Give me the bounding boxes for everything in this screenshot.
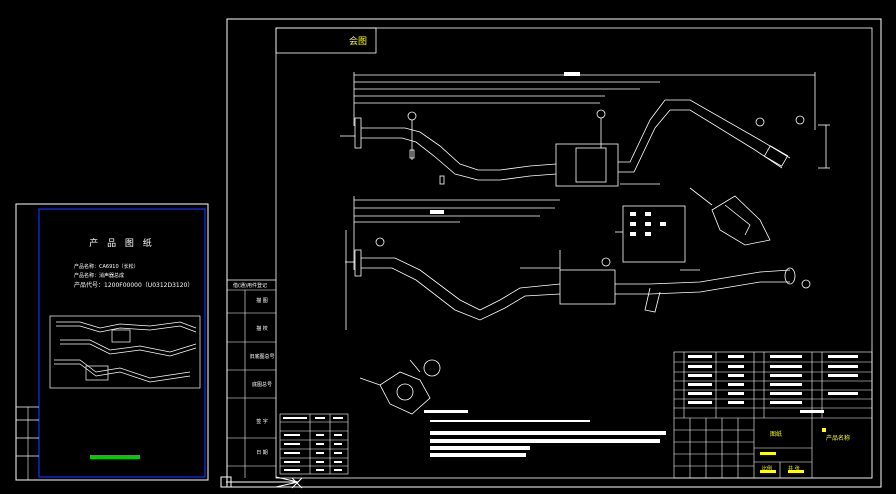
side-label-6: 日 期 bbox=[256, 450, 268, 456]
ucs-icon bbox=[220, 476, 303, 489]
exhaust-bottom-view bbox=[345, 196, 811, 330]
title-block-entries bbox=[688, 355, 858, 413]
cover-product-name: 产品名称：CA6910（长松） bbox=[74, 263, 139, 270]
side-label-1: 描 图 bbox=[256, 297, 268, 304]
parts-list-small-fill bbox=[283, 417, 343, 471]
cover-thumbnail bbox=[49, 315, 201, 389]
side-label-3: 旧底图总号 bbox=[249, 353, 274, 360]
view-label: 会图 bbox=[349, 35, 367, 47]
cover-product-code: 产品代号：1200F00000（U0312D3120） bbox=[74, 281, 193, 289]
exhaust-top-view bbox=[340, 72, 830, 187]
drawing-frame bbox=[226, 18, 882, 488]
title-scale: 比例 bbox=[762, 465, 772, 472]
side-label-2: 描 校 bbox=[256, 325, 268, 332]
cover-product-desc: 产品名称：消声器总成 bbox=[74, 272, 124, 279]
side-label-4: 底图总号 bbox=[252, 381, 272, 388]
side-label-0: 借(通)用件登记 bbox=[233, 282, 267, 289]
parts-list-small bbox=[279, 413, 349, 475]
title-drawing-name: 产品名称 bbox=[826, 434, 850, 442]
title-company: 图纸 bbox=[770, 430, 782, 438]
status-bar bbox=[90, 455, 140, 459]
title-block bbox=[673, 351, 873, 479]
side-label-5: 签 字 bbox=[256, 418, 268, 425]
cover-sheet: 产 品 图 纸 产品名称：CA6910（长松） 产品名称：消声器总成 产品代号：… bbox=[15, 203, 209, 481]
technical-notes bbox=[424, 410, 666, 457]
side-labels: 借(通)用件登记 描 图 描 校 旧底图总号 底图总号 签 字 日 期 bbox=[233, 282, 274, 456]
title-sheet: 共 张 bbox=[788, 465, 800, 472]
cover-title: 产 品 图 纸 bbox=[89, 237, 155, 249]
detail-views bbox=[359, 187, 771, 415]
title-revision-marks bbox=[760, 428, 826, 473]
